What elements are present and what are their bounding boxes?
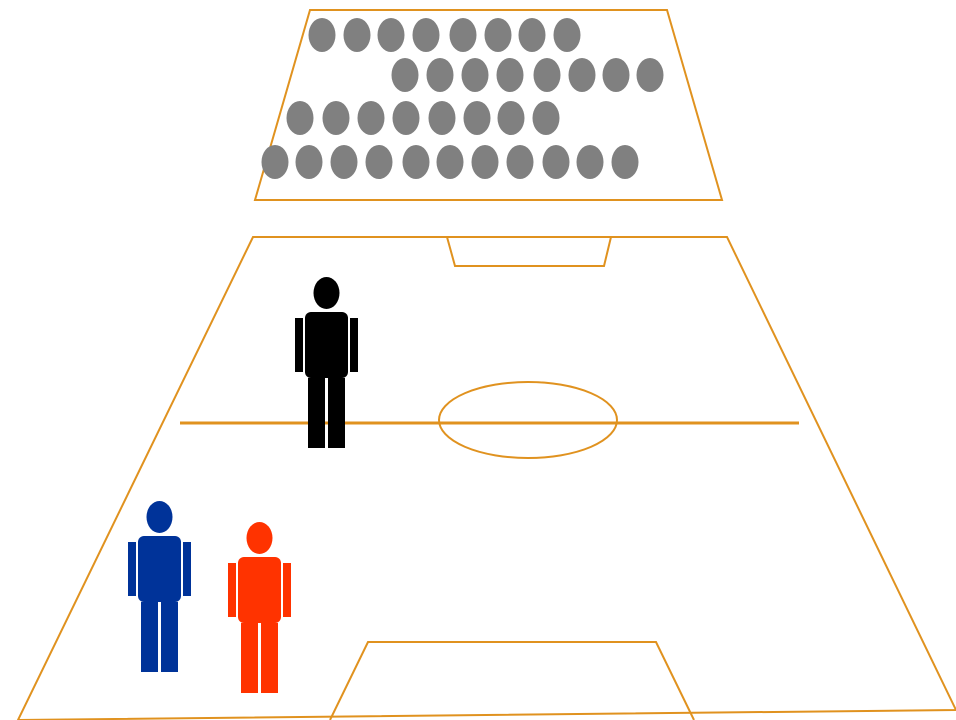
- blue-player-figure: [128, 501, 191, 672]
- figure-right-arm: [350, 318, 358, 372]
- spectator: [427, 58, 454, 92]
- spectator: [323, 101, 350, 135]
- spectator: [554, 18, 581, 52]
- figure-left-leg: [308, 378, 325, 448]
- figure-right-leg: [328, 378, 345, 448]
- field-outline: [18, 237, 956, 720]
- spectator: [331, 145, 358, 179]
- spectator: [612, 145, 639, 179]
- spectator: [498, 101, 525, 135]
- spectator: [437, 145, 464, 179]
- spectator: [429, 101, 456, 135]
- figure-head: [314, 277, 340, 309]
- figure-left-arm: [228, 563, 236, 617]
- spectator: [378, 18, 405, 52]
- figure-head: [247, 522, 273, 554]
- spectator: [287, 101, 314, 135]
- spectator: [262, 145, 289, 179]
- spectator: [392, 58, 419, 92]
- spectator: [462, 58, 489, 92]
- spectator: [603, 58, 630, 92]
- spectator: [485, 18, 512, 52]
- spectator-stand: [255, 10, 722, 200]
- figure-head: [147, 501, 173, 533]
- far-goal-box: [447, 237, 611, 266]
- spectator: [450, 18, 477, 52]
- spectator: [533, 101, 560, 135]
- spectator: [543, 145, 570, 179]
- spectator: [569, 58, 596, 92]
- figure-left-arm: [128, 542, 136, 596]
- spectator: [403, 145, 430, 179]
- figure-left-arm: [295, 318, 303, 372]
- center-circle: [439, 382, 617, 458]
- figure-torso: [138, 536, 181, 602]
- figure-left-leg: [141, 602, 158, 672]
- figure-right-arm: [183, 542, 191, 596]
- figure-torso: [305, 312, 348, 378]
- spectator: [519, 18, 546, 52]
- spectator: [344, 18, 371, 52]
- spectator: [309, 18, 336, 52]
- spectator: [534, 58, 561, 92]
- spectator-crowd: [262, 18, 664, 179]
- spectator: [472, 145, 499, 179]
- red-player-figure: [228, 522, 291, 693]
- spectator: [507, 145, 534, 179]
- spectator: [393, 101, 420, 135]
- football-field: [18, 237, 956, 720]
- figure-left-leg: [241, 623, 258, 693]
- figure-right-arm: [283, 563, 291, 617]
- spectator: [366, 145, 393, 179]
- spectator: [464, 101, 491, 135]
- spectator: [358, 101, 385, 135]
- figure-right-leg: [161, 602, 178, 672]
- figure-right-leg: [261, 623, 278, 693]
- figure-torso: [238, 557, 281, 623]
- near-goal-box: [330, 642, 694, 720]
- spectator: [577, 145, 604, 179]
- spectator: [296, 145, 323, 179]
- spectator: [413, 18, 440, 52]
- spectator: [497, 58, 524, 92]
- spectator: [637, 58, 664, 92]
